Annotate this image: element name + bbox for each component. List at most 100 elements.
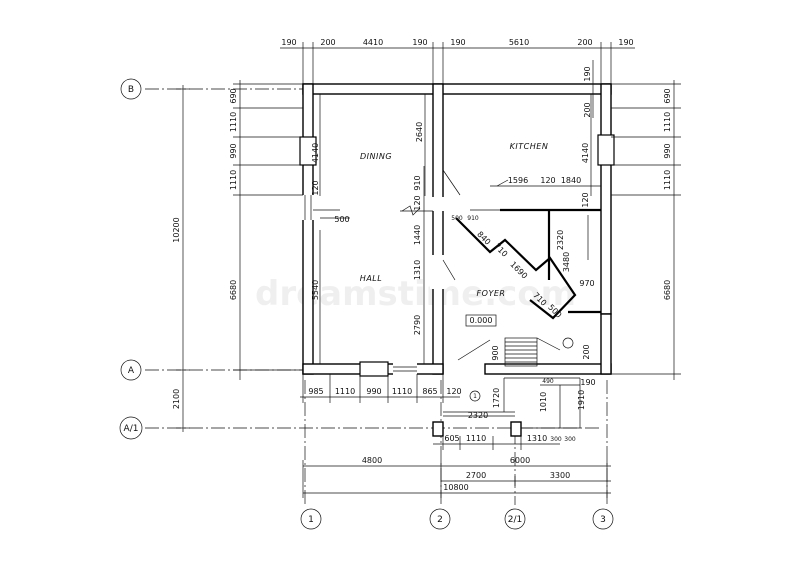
- staircase: [504, 337, 561, 367]
- svg-text:200: 200: [582, 344, 591, 359]
- svg-text:2320: 2320: [556, 230, 565, 250]
- room-label-hall: HALL: [360, 274, 382, 283]
- svg-text:200: 200: [320, 38, 335, 47]
- room-label-foyer: FOYER: [477, 289, 506, 298]
- svg-text:900: 900: [491, 345, 500, 360]
- svg-text:120: 120: [446, 387, 461, 396]
- svg-text:300: 300: [550, 436, 562, 443]
- svg-text:840: 840: [475, 230, 492, 247]
- svg-text:490: 490: [542, 378, 554, 385]
- svg-text:4410: 4410: [363, 38, 383, 47]
- svg-text:2100: 2100: [172, 389, 181, 409]
- doors: [442, 169, 509, 361]
- svg-text:2790: 2790: [413, 315, 422, 335]
- svg-text:1110: 1110: [466, 434, 486, 443]
- svg-text:6000: 6000: [510, 456, 530, 465]
- svg-text:10800: 10800: [443, 483, 468, 492]
- axis-bubble-B: B: [120, 78, 142, 100]
- svg-text:190: 190: [450, 38, 465, 47]
- svg-text:4140: 4140: [311, 143, 320, 163]
- axis-bubble-2-1: 2/1: [504, 508, 526, 530]
- svg-text:910: 910: [413, 175, 422, 190]
- svg-text:710: 710: [492, 242, 509, 259]
- level-mark: 0.000: [465, 314, 497, 327]
- svg-text:1010: 1010: [539, 392, 548, 412]
- svg-text:1110: 1110: [663, 112, 672, 132]
- svg-text:120: 120: [311, 180, 320, 195]
- svg-text:1110: 1110: [392, 387, 412, 396]
- dim-chain-bottom-2: 605 1110 1310 300 300: [433, 434, 576, 450]
- svg-text:190: 190: [281, 38, 296, 47]
- svg-text:1720: 1720: [492, 388, 501, 408]
- svg-text:190: 190: [618, 38, 633, 47]
- svg-text:A: A: [128, 366, 135, 376]
- dim-chain-left-outer: 10200 2100: [172, 85, 190, 432]
- svg-text:1596: 1596: [508, 176, 528, 185]
- svg-text:A/1: A/1: [124, 424, 139, 434]
- angled-walls: [455, 209, 589, 320]
- svg-text:1440: 1440: [413, 225, 422, 245]
- room-label-dining: DINING: [360, 152, 392, 161]
- dim-chain-top: 190 200 4410 190 190 5610 200 190: [280, 38, 635, 84]
- svg-text:990: 990: [663, 143, 672, 158]
- svg-text:2320: 2320: [468, 411, 488, 420]
- axis-bubble-3: 3: [592, 508, 614, 530]
- dim-chain-bottom-1: 985 1110 990 1110 865 120: [300, 374, 462, 403]
- dim-chain-right: 690 1110 990 1110 6680 190 200: [583, 60, 681, 380]
- svg-text:1910: 1910: [577, 390, 586, 410]
- svg-text:1840: 1840: [561, 176, 581, 185]
- svg-text:1: 1: [308, 515, 314, 525]
- svg-text:0.000: 0.000: [470, 316, 493, 325]
- svg-text:300: 300: [564, 436, 576, 443]
- svg-text:2: 2: [437, 515, 443, 525]
- windows: [298, 134, 615, 377]
- svg-text:690: 690: [663, 88, 672, 103]
- dim-chain-bottom-totals: 4800 6000 2700 3300 10800: [302, 456, 611, 498]
- svg-text:1110: 1110: [229, 112, 238, 132]
- svg-text:120: 120: [581, 192, 590, 207]
- svg-text:200: 200: [583, 102, 592, 117]
- dim-chain-left-inner: 690 1110 990 1110 6680: [229, 80, 303, 380]
- svg-text:5540: 5540: [311, 280, 320, 300]
- room-label-kitchen: KITCHEN: [510, 142, 549, 151]
- axis-bubble-A: A: [120, 359, 142, 381]
- svg-text:2700: 2700: [466, 471, 486, 480]
- svg-text:4140: 4140: [581, 143, 590, 163]
- svg-text:990: 990: [366, 387, 381, 396]
- svg-text:2/1: 2/1: [508, 515, 522, 525]
- axis-bubble-2: 2: [429, 508, 451, 530]
- svg-text:6680: 6680: [229, 280, 238, 300]
- svg-text:985: 985: [308, 387, 323, 396]
- svg-text:910: 910: [467, 215, 479, 222]
- svg-text:2640: 2640: [415, 122, 424, 142]
- svg-text:190: 190: [580, 378, 595, 387]
- axis-bubble-1: 1: [300, 508, 322, 530]
- svg-text:120: 120: [540, 176, 555, 185]
- svg-text:1110: 1110: [229, 170, 238, 190]
- svg-text:4800: 4800: [362, 456, 382, 465]
- walls: [302, 83, 612, 375]
- svg-text:6680: 6680: [663, 280, 672, 300]
- svg-text:10200: 10200: [172, 217, 181, 242]
- svg-text:1110: 1110: [663, 170, 672, 190]
- svg-text:500: 500: [451, 215, 463, 222]
- porch: [432, 377, 581, 437]
- svg-text:190: 190: [583, 66, 592, 81]
- svg-text:865: 865: [422, 387, 437, 396]
- svg-text:120: 120: [413, 195, 422, 210]
- svg-text:200: 200: [577, 38, 592, 47]
- svg-text:5610: 5610: [509, 38, 529, 47]
- svg-text:3480: 3480: [562, 252, 571, 272]
- svg-text:190: 190: [412, 38, 427, 47]
- svg-text:1310: 1310: [413, 260, 422, 280]
- svg-text:3300: 3300: [550, 471, 570, 480]
- svg-text:970: 970: [579, 279, 594, 288]
- svg-text:3: 3: [600, 515, 606, 525]
- svg-text:1110: 1110: [335, 387, 355, 396]
- svg-text:690: 690: [229, 88, 238, 103]
- svg-text:1310: 1310: [527, 434, 547, 443]
- svg-text:500: 500: [334, 215, 349, 224]
- svg-text:B: B: [128, 85, 134, 95]
